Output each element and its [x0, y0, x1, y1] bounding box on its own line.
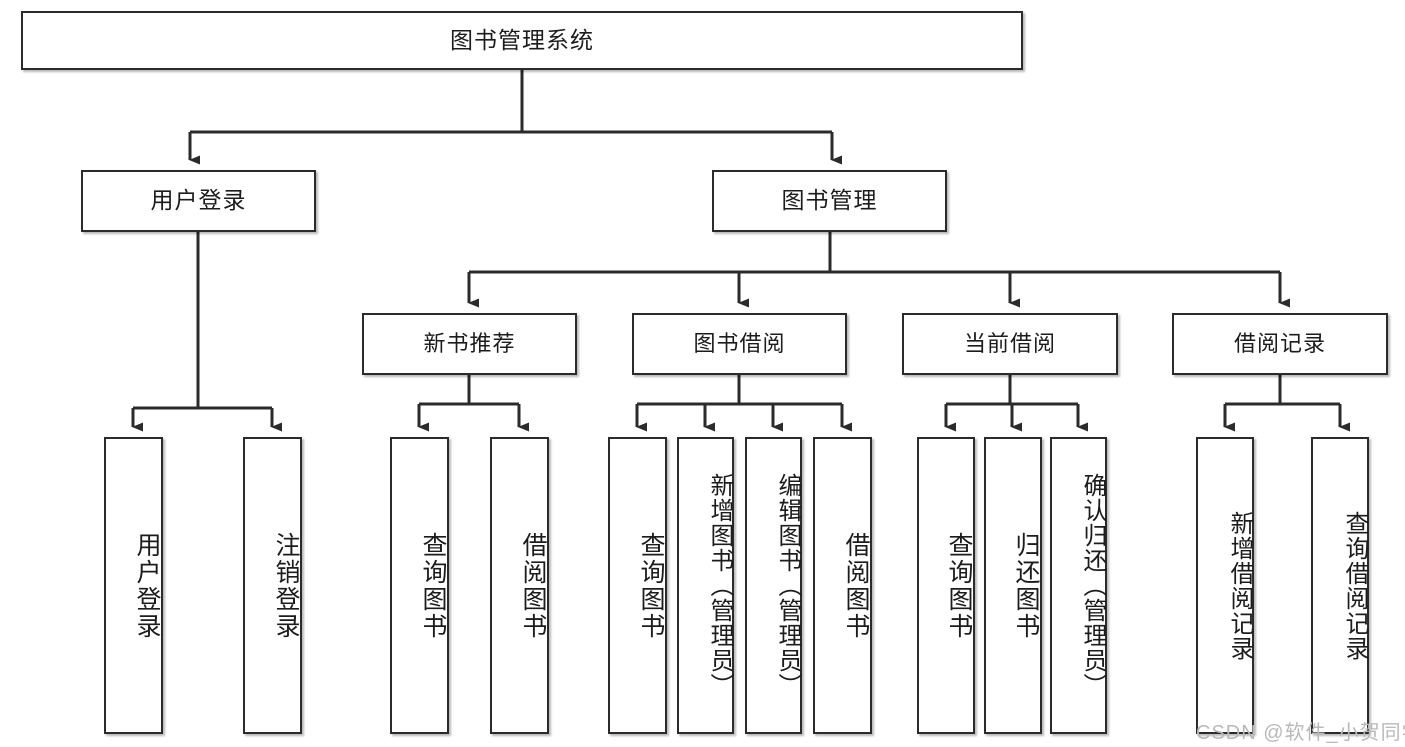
watermark: CSDN @软件_小贺同学: [1196, 722, 1405, 744]
node-root-book-management-system[interactable]: 图书管理系统: [21, 11, 1023, 70]
node-label: 当前借阅: [963, 330, 1056, 356]
node-borrow-record[interactable]: 借阅记录: [1172, 313, 1388, 375]
node-label: 新书推荐: [423, 330, 516, 356]
node-user-login[interactable]: 用户登录: [81, 170, 316, 232]
leaf-current-borrow-confirm-return-admin[interactable]: 确认归还（管理员）: [1050, 437, 1107, 734]
node-new-book-recommend[interactable]: 新书推荐: [362, 313, 577, 375]
node-label: 新增图书（管理员）: [706, 473, 733, 698]
node-label: 借阅图书: [519, 531, 547, 640]
leaf-borrow-record-query[interactable]: 查询借阅记录: [1311, 437, 1369, 734]
node-label: 用户登录: [133, 531, 161, 640]
leaf-borrow-record-add[interactable]: 新增借阅记录: [1196, 437, 1254, 734]
node-label: 借阅图书: [842, 531, 870, 640]
node-book-management[interactable]: 图书管理: [712, 170, 947, 232]
node-label: 查询图书: [637, 531, 665, 640]
node-label: 查询图书: [945, 531, 973, 640]
leaf-user-login-logout[interactable]: 注销登录: [243, 437, 302, 734]
leaf-current-borrow-query[interactable]: 查询图书: [917, 437, 975, 734]
node-label: 图书管理: [781, 187, 878, 214]
node-label: 用户登录: [150, 187, 247, 214]
node-label: 查询借阅记录: [1341, 510, 1368, 661]
leaf-book-borrow-edit-admin[interactable]: 编辑图书（管理员）: [745, 437, 802, 734]
node-label: 新增借阅记录: [1226, 510, 1253, 661]
leaf-current-borrow-return[interactable]: 归还图书: [984, 437, 1042, 734]
leaf-book-borrow-query[interactable]: 查询图书: [608, 437, 667, 734]
node-label: 图书借阅: [693, 330, 786, 356]
node-label: 图书管理系统: [450, 26, 594, 53]
leaf-new-book-borrow[interactable]: 借阅图书: [490, 437, 549, 734]
node-label: 借阅记录: [1233, 330, 1326, 356]
leaf-book-borrow-borrow[interactable]: 借阅图书: [813, 437, 872, 734]
leaf-user-login-login[interactable]: 用户登录: [104, 437, 163, 734]
node-current-borrow[interactable]: 当前借阅: [902, 313, 1118, 375]
node-label: 编辑图书（管理员）: [774, 473, 801, 698]
leaf-book-borrow-add-admin[interactable]: 新增图书（管理员）: [677, 437, 734, 734]
node-label: 注销登录: [272, 531, 300, 640]
node-book-borrow[interactable]: 图书借阅: [632, 313, 847, 375]
node-label: 查询图书: [419, 531, 447, 640]
leaf-new-book-query[interactable]: 查询图书: [390, 437, 449, 734]
node-label: 确认归还（管理员）: [1079, 473, 1106, 698]
node-label: 归还图书: [1012, 531, 1040, 640]
